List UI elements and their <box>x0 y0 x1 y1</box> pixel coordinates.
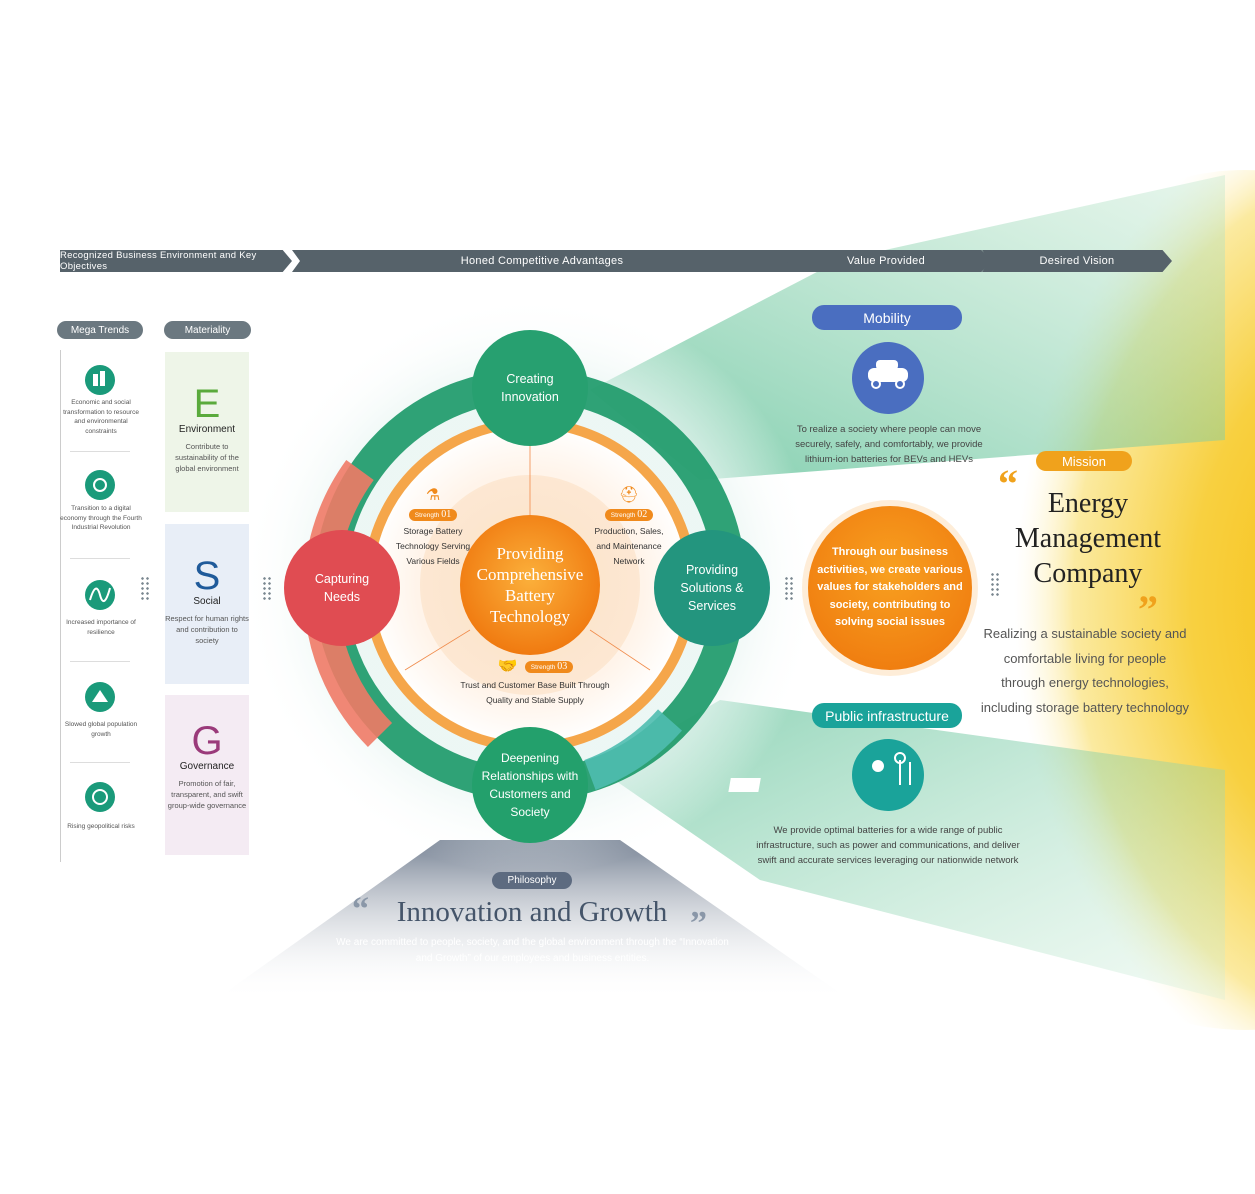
social-name: Social <box>193 596 221 607</box>
governance-name: Governance <box>179 761 235 772</box>
social-letter: S <box>193 554 221 598</box>
environment-desc: Contribute to sustainability of the glob… <box>175 442 239 473</box>
mega-trend-text: Economic and social transformation to re… <box>63 399 139 435</box>
strength-03: 🤝 Strength 03 Trust and Customer Base Bu… <box>460 658 610 705</box>
philosophy-open-quote: “ <box>352 891 369 928</box>
mission-text: Realizing a sustainable society and comf… <box>980 626 1190 715</box>
step-value-provided: Value Provided <box>780 250 992 272</box>
node-providing <box>654 530 770 646</box>
materiality-label: Materiality <box>164 321 251 339</box>
beam-bottom <box>600 700 1225 1000</box>
mobility-label: Mobility <box>812 305 962 330</box>
helmet-icon: ⛑ <box>618 487 640 504</box>
solar-wind-icon <box>852 739 924 811</box>
philosophy-text: We are committed to people, society, and… <box>336 937 729 964</box>
philosophy-label: Philosophy <box>492 872 572 889</box>
social-desc: Respect for human rights and contributio… <box>165 614 249 645</box>
environment-letter: E <box>193 382 221 426</box>
close-quote-icon: ” <box>1138 587 1158 632</box>
materiality-governance: G Governance Promotion of fair, transpar… <box>165 695 249 855</box>
center-core <box>460 515 600 655</box>
governance-desc: Promotion of fair, transparent, and swif… <box>167 779 247 810</box>
mega-trends-column <box>60 350 151 862</box>
public-infrastructure-text: We provide optimal batteries for a wide … <box>756 825 1020 866</box>
mobility-text: To realize a society where people can mo… <box>795 424 983 465</box>
mega-trend-item: Rising geopolitical risks <box>60 822 142 832</box>
mission-title: Energy Management Company <box>1014 488 1162 589</box>
node-creating <box>472 330 588 446</box>
dots-arrow <box>990 572 1000 596</box>
mega-trend-item: Economic and social transformation to re… <box>60 398 142 436</box>
governance-letter: G <box>191 719 223 763</box>
dots-arrow <box>784 576 794 600</box>
capturing-needs: Capturing Needs <box>314 572 370 604</box>
mega-trends-label: Mega Trends <box>57 321 143 339</box>
cycle-arc-teal <box>584 709 682 790</box>
mega-trend-text: Rising geopolitical risks <box>67 823 135 830</box>
materiality-social: S Social Respect for human rights and co… <box>165 524 249 684</box>
environment-name: Environment <box>178 424 236 435</box>
philosophy-pedestal <box>215 840 850 1000</box>
materiality-environment: E Environment Contribute to sustainabili… <box>165 352 249 512</box>
step-desired-vision: Desired Vision <box>982 250 1172 272</box>
philosophy-title: Innovation and Growth <box>396 896 668 928</box>
dots-arrow <box>140 576 150 600</box>
mega-trend-icons <box>85 365 115 812</box>
mega-trend-item: Transition to a digital economy through … <box>60 504 142 533</box>
creating-innovation: Creating Innovation <box>501 372 559 404</box>
public-infrastructure-label: Public infrastructure <box>812 703 962 728</box>
step-business-environment: Recognized Business Environment and Key … <box>60 250 292 272</box>
mega-trend-text: Transition to a digital economy through … <box>60 505 142 531</box>
strength-02: ⛑ Strength 02 Production, Sales, and Mai… <box>594 487 664 566</box>
deepening-relationships: Deepening Relationships with Customers a… <box>481 751 579 819</box>
mission-label: Mission <box>1036 451 1132 471</box>
mega-trend-text: Slowed global population growth <box>64 721 138 738</box>
handshake-icon: 🤝 <box>497 658 518 675</box>
mega-trend-item: Slowed global population growth <box>60 720 142 739</box>
node-deepening <box>472 727 588 843</box>
center-battery-technology: Providing Comprehensive Battery Technolo… <box>476 544 584 626</box>
philosophy-close-quote: ” <box>690 905 707 942</box>
mega-trend-text: Increased importance of resilience <box>66 619 136 636</box>
open-quote-icon: “ <box>998 461 1018 506</box>
value-core: Through our business activities, we crea… <box>817 546 963 629</box>
strength-01: ⚗ Strength 01 Storage Battery Technology… <box>395 487 471 566</box>
dots-arrow <box>262 576 272 600</box>
node-capturing <box>284 530 400 646</box>
providing-solutions: Providing Solutions & Services <box>680 563 744 613</box>
value-circle <box>808 506 972 670</box>
microscope-icon: ⚗ <box>425 487 441 504</box>
mega-trend-item: Increased importance of resilience <box>60 618 142 637</box>
step-competitive-advantages: Honed Competitive Advantages <box>292 250 792 272</box>
